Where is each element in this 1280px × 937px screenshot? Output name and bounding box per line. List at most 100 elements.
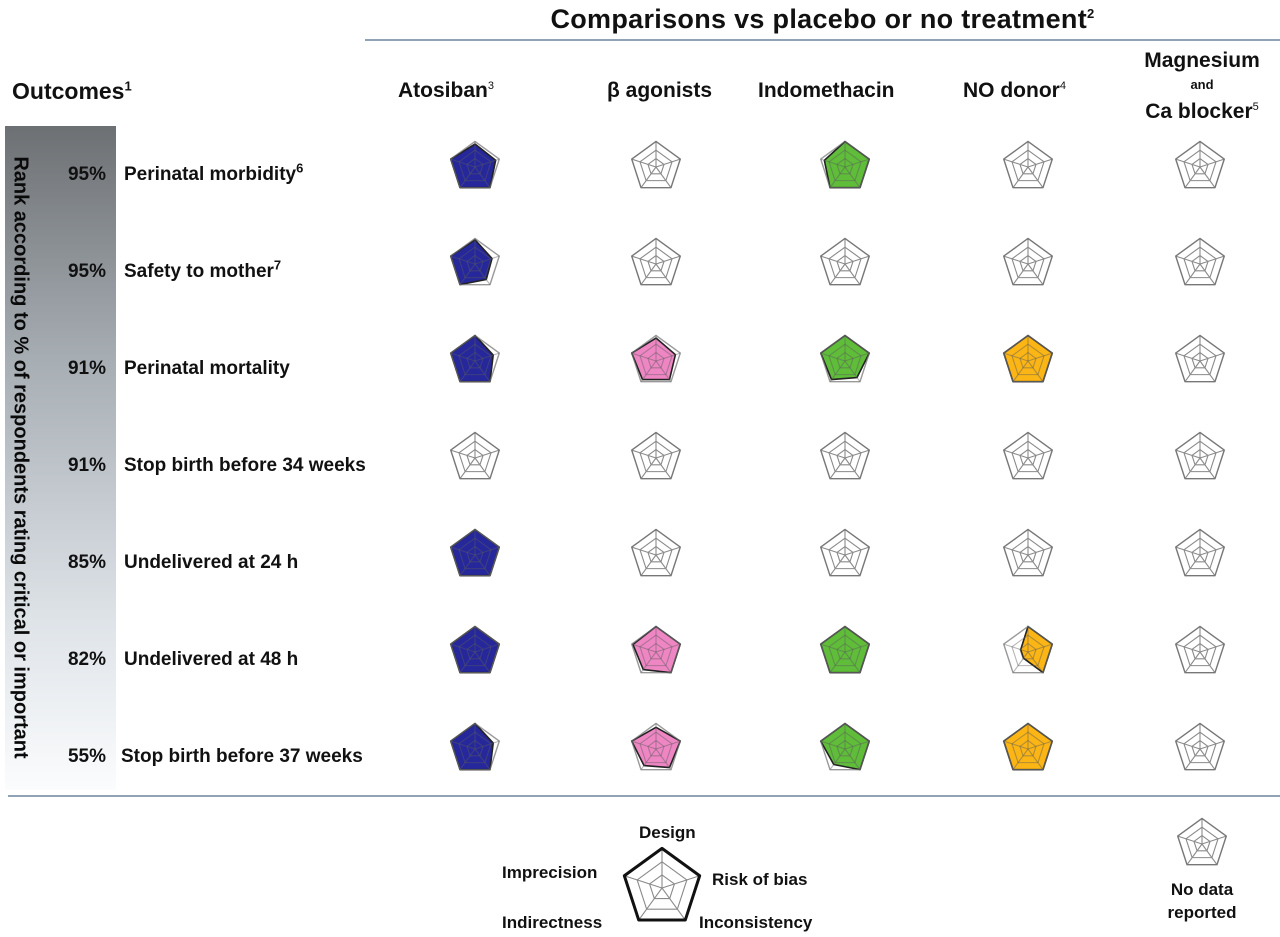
radar-spoke (640, 651, 657, 673)
row-percentage: 85% (67, 552, 106, 573)
row-outcome-label: Undelivered at 48 h (124, 649, 298, 671)
radar-spoke (820, 255, 846, 265)
row-outcome-label: Perinatal morbidity6 (124, 160, 304, 186)
column-header-beta-agonists: β agonists (607, 79, 712, 103)
radar-spoke (1175, 352, 1201, 362)
radar-outline (631, 722, 681, 771)
radar-outline (450, 140, 500, 189)
radar-svg (1003, 528, 1053, 577)
radar-spoke (829, 651, 846, 673)
radar-grid-ring (458, 343, 492, 376)
radar-spoke (1003, 255, 1029, 265)
no-data-radar-icon (999, 429, 1057, 487)
radar-spoke (1027, 457, 1044, 479)
radar-svg (631, 431, 681, 480)
radar-grid-ring (1183, 149, 1217, 182)
radar-grid-ring (828, 343, 862, 376)
row-outcome-label: Stop birth before 34 weeks (124, 455, 366, 477)
radar-grid-ring (1019, 545, 1037, 563)
evidence-radar-icon (627, 623, 685, 681)
radar-spoke (1027, 360, 1044, 382)
radar-spoke (820, 546, 846, 556)
radar-spoke (844, 651, 861, 673)
radar-grid-ring (466, 351, 484, 369)
radar-outline (1003, 140, 1053, 189)
no-data-radar-icon (627, 235, 685, 293)
row-percentage: 55% (67, 746, 106, 767)
radar-spoke (474, 740, 500, 750)
radar-spoke (844, 643, 870, 653)
radar-spoke (1175, 546, 1201, 556)
no-data-radar-icon (816, 429, 874, 487)
radar-spoke (1027, 643, 1053, 653)
radar-spoke (450, 352, 476, 362)
radar-spoke (640, 457, 657, 479)
radar-grid-ring (647, 351, 665, 369)
radar-grid-ring (1191, 351, 1209, 369)
radar-spoke (1027, 166, 1044, 188)
radar-spoke (1199, 449, 1225, 459)
radar-grid-ring (647, 448, 665, 466)
row-outcome-label: Safety to mother7 (124, 259, 281, 283)
radar-outline (1003, 237, 1053, 286)
row-percentage: 95% (67, 164, 106, 185)
radar-spoke (459, 360, 476, 382)
evidence-radar-icon (446, 138, 504, 196)
radar-svg (1175, 334, 1225, 383)
radar-spoke (1199, 158, 1225, 168)
radar-spoke (631, 449, 657, 459)
evidence-radar-icon (446, 526, 504, 584)
no-data-radar-svg (1177, 817, 1227, 866)
radar-grid-ring (836, 157, 854, 175)
radar-svg (630, 722, 682, 771)
radar-spoke (820, 643, 846, 653)
radar-grid-ring (828, 440, 862, 473)
radar-outline (1003, 334, 1053, 383)
radar-spoke (1012, 748, 1029, 770)
radar-spoke (655, 166, 672, 188)
radar-outline (631, 140, 681, 189)
main-title-footnote: 2 (1086, 6, 1095, 21)
radar-spoke (1027, 651, 1044, 673)
radar-grid-ring (1011, 246, 1045, 279)
no-data-radar-icon (1171, 332, 1229, 390)
radar-grid-ring (1019, 642, 1037, 660)
radar-svg (630, 334, 681, 383)
radar-outline (1175, 237, 1225, 286)
radar-spoke (844, 255, 870, 265)
radar-spoke (631, 546, 657, 556)
radar-grid-ring (466, 545, 484, 563)
row-outcome-text: Safety to mother (124, 261, 274, 282)
radar-svg (449, 140, 500, 189)
evidence-radar-icon (627, 332, 685, 390)
radar-grid-ring (1183, 246, 1217, 279)
radar-outline (631, 625, 681, 674)
radar-spoke (1003, 546, 1029, 556)
radar-spoke (1184, 457, 1201, 479)
radar-grid-ring (1011, 537, 1045, 570)
radar-svg (820, 140, 871, 189)
radar-grid-ring (1191, 739, 1209, 757)
legend-radar-spoke (624, 875, 663, 889)
radar-spoke (1199, 352, 1225, 362)
evidence-radar-icon (816, 623, 874, 681)
radar-spoke (829, 748, 846, 770)
column-header-line1: Magnesium (1144, 49, 1260, 72)
radar-grid-ring (639, 246, 673, 279)
no-data-radar-icon (816, 235, 874, 293)
radar-svg (449, 625, 501, 674)
row-outcome-footnote: 6 (296, 160, 304, 176)
radar-spoke (450, 546, 476, 556)
radar-outline (450, 625, 500, 674)
outcomes-header-footnote: 1 (124, 78, 132, 94)
radar-svg (631, 528, 681, 577)
radar-spoke (474, 352, 500, 362)
radar-spoke (1027, 263, 1044, 285)
radar-svg (819, 625, 871, 674)
radar-grid-ring (458, 149, 492, 182)
radar-spoke (1199, 651, 1216, 673)
radar-outline (1003, 722, 1053, 771)
radar-grid-ring (1191, 157, 1209, 175)
radar-spoke (450, 449, 476, 459)
radar-grid-ring (836, 254, 854, 272)
